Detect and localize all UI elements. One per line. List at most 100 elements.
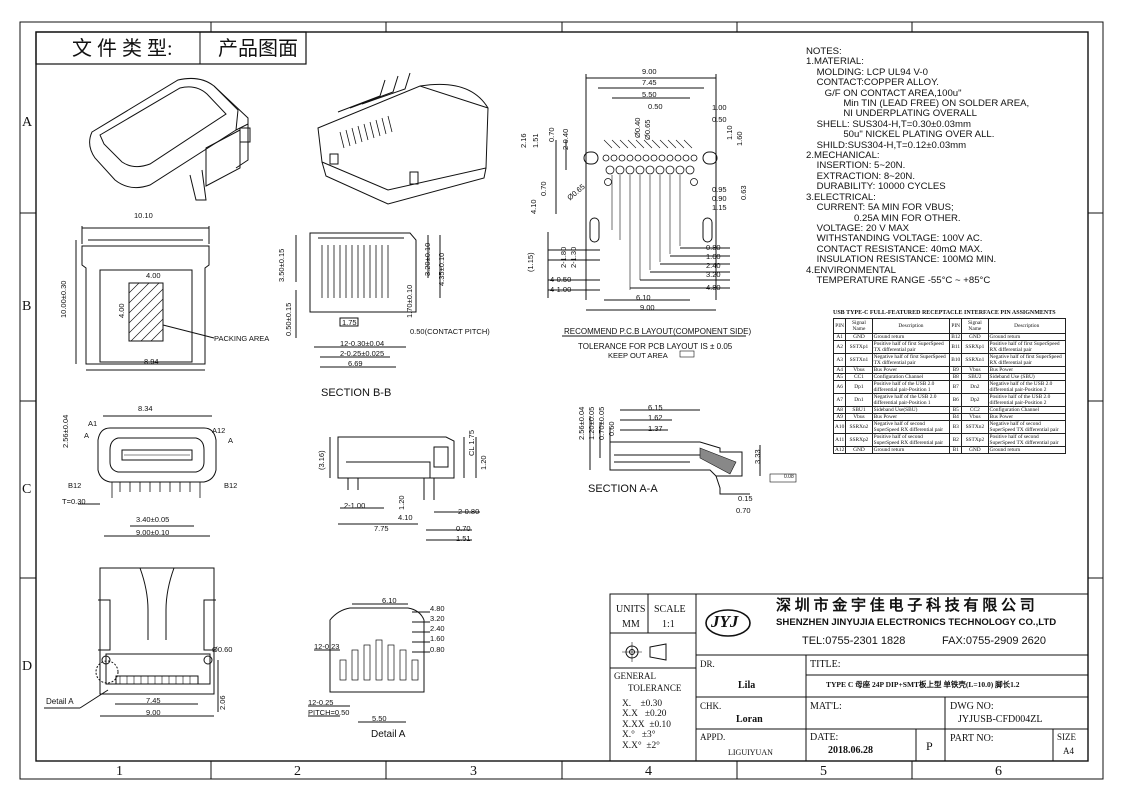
revision-value: P <box>926 739 933 753</box>
aa-dim-3: 1.37 <box>648 424 663 433</box>
grid-col-1: 1 <box>116 764 123 779</box>
table-cell: Positive half of second SuperSpeed RX di… <box>871 433 951 447</box>
table-cell: Bus Power <box>987 366 1066 374</box>
notes-line: MOLDING: LCP UL94 V-0 <box>806 66 928 78</box>
bb-dim-9: 2-0.25±0.025 <box>340 349 385 358</box>
table-cell: B4 <box>949 413 963 421</box>
table-cell: B11 <box>949 340 963 354</box>
material-label: MAT'L: <box>810 701 842 712</box>
detail-dim-1: 6.10 <box>382 596 397 605</box>
notes-line: TEMPERATURE RANGE -55°C ~ +85°C <box>806 274 991 286</box>
side-dim-4: 2-1.00 <box>344 501 366 510</box>
pcb-right-10: 2.40 <box>706 261 721 270</box>
table-cell: GND <box>845 333 873 341</box>
table-cell: Configuration Channel <box>987 406 1066 414</box>
company-name-en: SHENZHEN JINYUJIA ELECTRONICS TECHNOLOGY… <box>776 617 1057 628</box>
table-cell: Dn2 <box>961 380 989 394</box>
pin-table-header-cell: Description <box>871 318 951 334</box>
detail-r-1: 3.20 <box>430 614 445 623</box>
detail-dim-5: 5.50 <box>372 714 387 723</box>
bb-dim-4: 0.50±0.15 <box>284 302 293 336</box>
grid-row-a: A <box>22 115 33 130</box>
table-cell: Negative half of second SuperSpeed RX di… <box>871 420 951 434</box>
notes-line: CONTACT:COPPER ALLOY. <box>806 77 939 89</box>
size-label: SIZE <box>1057 732 1076 742</box>
notes-line: 4.ENVIRONMENTAL <box>806 264 896 276</box>
title-label: TITLE: <box>810 659 841 670</box>
aa-dim-10: 0.70 <box>736 506 751 515</box>
table-cell: B2 <box>949 433 963 447</box>
pcb-keepout-label: KEEP OUT AREA <box>608 351 668 360</box>
pin-table-title: USB TYPE-C FULL-FEATURED RECEPTACLE INTE… <box>833 310 1056 316</box>
checked-value: Loran <box>736 714 763 725</box>
bb-dim-5: 1.70±0.10 <box>405 284 414 318</box>
pcb-right-6: 1.15 <box>712 203 727 212</box>
pcb-left-1: 1.51 <box>531 133 540 148</box>
pcb-left-8: 2-1.30 <box>569 246 578 268</box>
bb-dim-3: 4.35±0.10 <box>437 252 446 286</box>
side-dim-2: CL 1.75 <box>467 430 476 456</box>
aa-dim-5: 1.20±0.05 <box>587 406 596 440</box>
table-cell: A12 <box>832 446 847 454</box>
aa-dim-9: 0.15 <box>738 494 753 503</box>
detail-r-3: 1.60 <box>430 634 445 643</box>
table-cell: Positive half of first SuperSpeed TX dif… <box>871 340 951 354</box>
table-cell: Sideband Use (SBU) <box>987 373 1066 381</box>
table-cell: Dp1 <box>845 380 873 394</box>
company-logo <box>705 609 751 637</box>
table-cell: Positive half of first SuperSpeed RX dif… <box>987 340 1066 354</box>
table-cell: Negative half of the USB 2.0 differentia… <box>871 393 951 407</box>
table-cell: Negative half of first SuperSpeed RX dif… <box>987 353 1066 367</box>
bb-dim-2: 3.20±0.10 <box>423 242 432 276</box>
pcb-bottom-0: 6.10 <box>636 293 651 302</box>
pcb-left-6: 0.70 <box>539 181 548 196</box>
table-cell: Bus Power <box>987 413 1066 421</box>
pcb-right-4: 0.95 <box>712 185 727 194</box>
section-aa-label: SECTION A-A <box>588 483 658 495</box>
pin-table-header-cell: PIN <box>832 318 847 334</box>
bottom-dim-4: 2.06 <box>218 695 227 710</box>
table-cell: Dn1 <box>845 393 873 407</box>
notes-line: CURRENT: 5A MIN FOR VBUS; <box>806 202 954 214</box>
table-cell: SSRXn2 <box>845 420 873 434</box>
table-cell: Bus Power <box>871 413 951 421</box>
units-value: MM <box>622 619 640 630</box>
isometric-view-1 <box>89 78 251 201</box>
pcb-right-8: 0.80 <box>706 243 721 252</box>
pcb-hole-1: Ø0.40 <box>633 117 642 138</box>
pcb-right-12: 4.80 <box>706 283 721 292</box>
notes-line: EXTRACTION: 8~20N. <box>806 170 916 182</box>
scale-label: SCALE <box>654 604 686 615</box>
pcb-left-0: 2.16 <box>519 133 528 148</box>
bb-dim-1: 3.50±0.15 <box>277 248 286 282</box>
aa-dim-7: 0.60 <box>607 421 616 436</box>
header-value: 产品图面 <box>218 38 298 60</box>
drawn-label: DR. <box>700 659 715 669</box>
packing-area-label: PACKING AREA <box>214 334 270 343</box>
grid-col-4: 4 <box>645 764 652 779</box>
bottom-dim-3: 9.00 <box>146 708 161 717</box>
tolerance-line: X. ±0.30 <box>622 699 663 709</box>
grid-row-c: C <box>22 482 32 497</box>
table-cell: B12 <box>949 333 963 341</box>
approved-value: LIGUIYUAN <box>728 748 773 757</box>
detail-r-2: 2.40 <box>430 624 445 633</box>
table-cell: SSTXp1 <box>845 340 873 354</box>
date-value: 2018.06.28 <box>828 745 873 756</box>
front-b12: B12 <box>68 481 82 490</box>
detail-a-label: Detail A <box>371 729 406 740</box>
top-view-height: 10.00±0.30 <box>59 280 68 318</box>
table-cell: Vbus <box>845 366 873 374</box>
table-cell: Vbus <box>845 413 873 421</box>
grid-col-3: 3 <box>470 764 477 779</box>
table-cell: Ground return <box>871 446 951 454</box>
front-a1: A1 <box>88 419 98 428</box>
side-dim-5: 1.20 <box>397 495 406 510</box>
table-cell: Positive half of second SuperSpeed TX di… <box>987 433 1066 447</box>
notes-line: SHELL: SUS304-H,T=0.30±0.03mm <box>806 118 971 130</box>
detail-a-view <box>308 603 430 723</box>
